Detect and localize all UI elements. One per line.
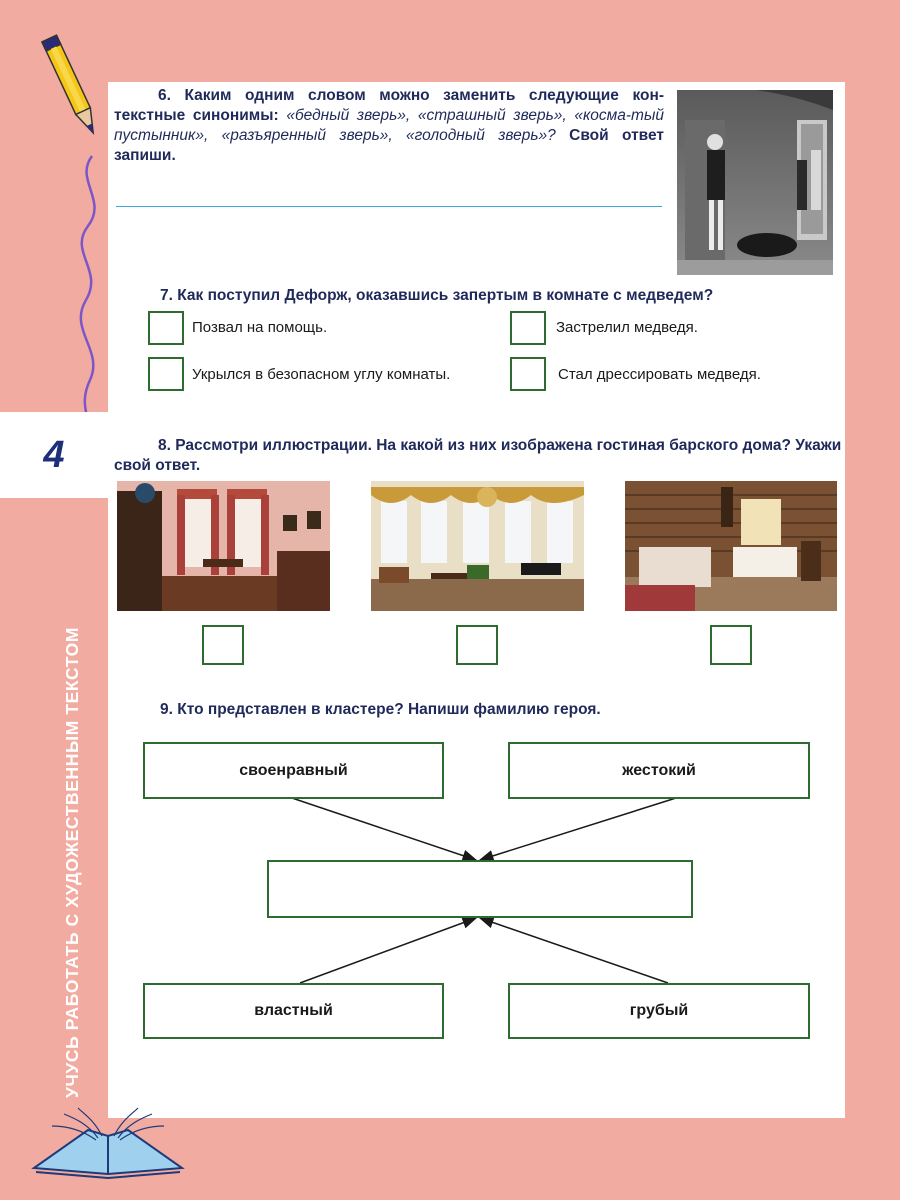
open-book-icon — [31, 1107, 185, 1180]
question-6-tail: Свой ответ запиши. — [114, 127, 664, 164]
chapter-vertical-title: УЧУСЬ РАБОТАТЬ С ХУДОЖЕСТВЕННЫМ ТЕКСТОМ — [62, 626, 82, 1098]
question-6-lead: 6. Каким одним словом можно заменить сле… — [114, 87, 664, 124]
question-6: 6. Каким одним словом можно заменить сле… — [114, 86, 664, 166]
question-8-text: 8. Рассмотри иллюстрации. На какой из ни… — [114, 437, 842, 474]
option-1-label: Позвал на помощь. — [192, 319, 328, 336]
question-9: 9. Кто представлен в кластере? Напиши фа… — [160, 701, 601, 718]
trait-label-2: жестокий — [622, 761, 696, 779]
trait-box-3: властный — [143, 983, 444, 1039]
option-4-label: Стал дрессировать медведя. — [558, 366, 761, 383]
room-photo-2 — [371, 481, 584, 611]
hero-answer-box[interactable] — [267, 860, 693, 918]
option-4-checkbox[interactable] — [510, 357, 546, 391]
option-2-label: Застрелил медведя. — [556, 319, 698, 336]
trait-box-4: грубый — [508, 983, 810, 1039]
option-2-checkbox[interactable] — [510, 311, 546, 345]
trait-label-4: грубый — [629, 1002, 689, 1019]
option-3-checkbox[interactable] — [148, 357, 184, 391]
trait-box-2: жестокий — [508, 742, 810, 799]
photo-3-checkbox[interactable] — [710, 625, 752, 665]
question-7: 7. Как поступил Дефорж, оказавшись запер… — [160, 287, 714, 304]
option-3-label: Укрылся в безопасном углу комнаты. — [192, 366, 451, 383]
chapter-number: 4 — [43, 433, 65, 476]
question-6-synonyms: «бедный зверь», «страшный зверь», «косма… — [114, 107, 664, 144]
trait-box-1: своенравный — [143, 742, 444, 799]
wavy-line — [79, 155, 96, 437]
photo-1-checkbox[interactable] — [202, 625, 244, 665]
question-8: 8. Рассмотри иллюстрации. На какой из ни… — [114, 436, 844, 476]
chapter-tab: 4 — [0, 412, 108, 498]
trait-label-3: властный — [254, 1002, 333, 1019]
room-photo-3 — [625, 481, 837, 611]
question-6-answer-line[interactable] — [116, 206, 662, 207]
option-1-checkbox[interactable] — [148, 311, 184, 345]
photo-2-checkbox[interactable] — [456, 625, 498, 665]
room-photo-1 — [117, 481, 330, 611]
trait-label-1: своенравный — [239, 761, 348, 779]
engraving-illustration — [677, 90, 833, 275]
